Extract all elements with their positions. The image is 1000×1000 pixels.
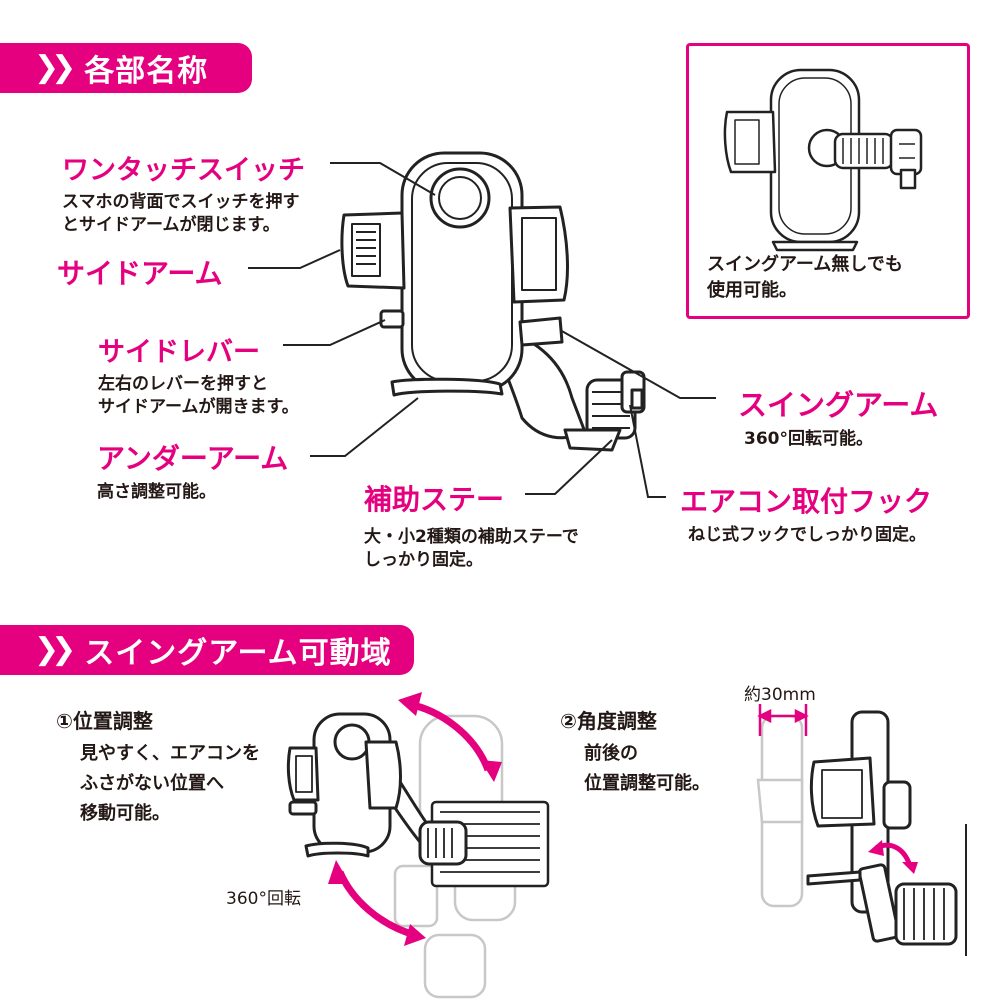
section-title-parts: 各部名称: [84, 54, 209, 89]
curved-double-arrow-icon: [868, 840, 918, 874]
angle-adjust-title: ②角度調整: [560, 709, 657, 733]
curved-double-arrow-icon: [328, 692, 502, 946]
leader-lines: [248, 162, 716, 498]
position-line: ふさがない位置へ: [80, 773, 224, 794]
label-line: スマホの背面でスイッチを押す: [62, 192, 300, 212]
angle-adjust-block: ②角度調整 前後の 位置調整可能。: [560, 707, 710, 799]
label-ac-hook: エアコン取付フック ねじ式フックでしっかり固定。: [680, 480, 932, 547]
approx-30mm-label: 約30mm: [744, 685, 816, 705]
label-line: 左右のレバーを押すと: [98, 374, 268, 394]
section-title-swing-range: スイングアーム可動域: [84, 636, 392, 671]
label-side-arm: サイドアーム: [57, 252, 222, 292]
label-title: エアコン取付フック: [680, 485, 933, 518]
label-line: しっかり固定。: [364, 550, 483, 570]
position-adjust-title: ①位置調整: [56, 709, 153, 733]
label-line: 360°回転可能。: [744, 429, 873, 449]
label-title: 補助ステー: [364, 483, 505, 516]
section-banner-swing-range: ❯❯ スイングアーム可動域: [0, 625, 414, 675]
label-title: サイドレバー: [98, 337, 260, 368]
inset-note-line: スイングアーム無しでも: [707, 254, 903, 275]
label-aux-stay: 補助ステー 大・小2種類の補助ステーで しっかり固定。: [364, 478, 579, 572]
rotate-label: 360°回転: [226, 889, 301, 909]
label-title: ワンタッチスイッチ: [62, 155, 305, 186]
inset-holder-diagram: [723, 68, 923, 252]
label-side-lever: サイドレバー 左右のレバーを押すと サイドアームが開きます。: [98, 330, 299, 419]
inset-no-swing-arm: スイングアーム無しでも 使用可能。: [686, 43, 970, 319]
label-under-arm: アンダーアーム 高さ調整可能。: [97, 437, 288, 504]
label-line: ねじ式フックでしっかり固定。: [688, 525, 926, 545]
label-line: とサイドアームが閉じます。: [62, 215, 280, 235]
section-banner-parts: ❯❯ 各部名称: [0, 43, 252, 93]
angle-line: 位置調整可能。: [584, 773, 710, 794]
label-title: アンダーアーム: [97, 442, 289, 475]
position-line: 見やすく、エアコンを: [80, 743, 260, 764]
position-line: 移動可能。: [80, 803, 170, 824]
label-title: サイドアーム: [57, 257, 223, 290]
label-line: 大・小2種類の補助ステーで: [364, 527, 579, 547]
angle-line: 前後の: [584, 743, 638, 764]
label-line: 高さ調整可能。: [97, 482, 216, 502]
main-holder-diagram: [340, 151, 646, 452]
label-swing-arm: スイングアーム 360°回転可能。: [738, 382, 938, 451]
label-one-touch-switch: ワンタッチスイッチ スマホの背面でスイッチを押す とサイドアームが閉じます。: [62, 148, 305, 237]
position-adjust-block: ①位置調整 見やすく、エアコンを ふさがない位置へ 移動可能。: [56, 707, 260, 829]
label-title: スイングアーム: [738, 388, 939, 422]
label-line: サイドアームが開きます。: [98, 397, 299, 417]
inset-note-line: 使用可能。: [707, 280, 797, 301]
